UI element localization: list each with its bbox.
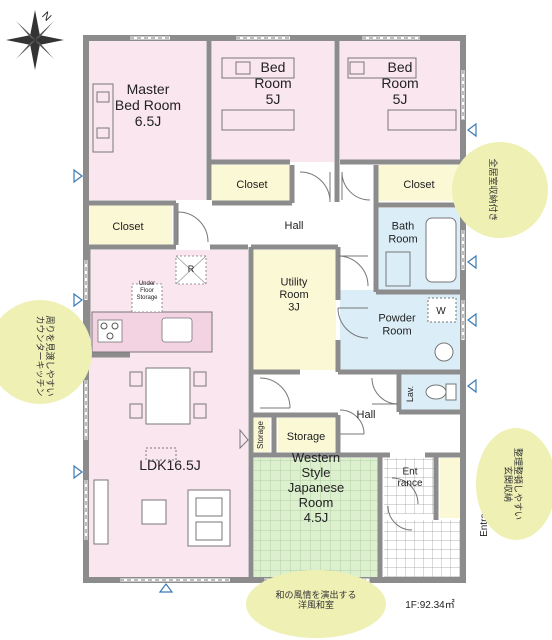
entrance-step <box>384 520 461 580</box>
living-furniture <box>93 447 231 547</box>
text-line: Room <box>279 289 308 301</box>
japanese-room <box>254 458 378 580</box>
text-line: 周りを見渡しやすい <box>44 316 56 397</box>
hall-upper-label: Hall <box>285 220 304 232</box>
callout-kitchen: 周りを見渡しやすいカウンターキッチン <box>0 300 92 404</box>
text-line: 洋風和室 <box>298 599 334 611</box>
text-line: Bed <box>388 59 413 75</box>
text-line: rance <box>397 478 422 489</box>
text-line: 3J <box>288 302 300 314</box>
text-line: Floor <box>140 288 154 294</box>
storage-room <box>278 418 335 452</box>
closet-bed1-label: Closet <box>236 179 267 191</box>
bed-furniture <box>92 57 457 153</box>
storage-label: Storage <box>287 431 326 443</box>
text-line: 5J <box>266 91 281 107</box>
callout-kitchen-text: 周りを見渡しやすいカウンターキッチン <box>34 315 56 396</box>
text-line: Powder <box>378 313 416 325</box>
text-line: 玄関収納 <box>502 466 514 502</box>
text-line: Bath <box>392 221 415 233</box>
callout-japanese: 和の風情を演出する洋風和室 <box>246 570 386 638</box>
callout-entrance: 整理整頓しやすい玄関収納 <box>476 428 552 540</box>
text-line: 整理整頓しやすい <box>512 448 524 520</box>
text-line: 6.5J <box>135 113 161 129</box>
dining-table <box>129 367 207 425</box>
text-line: Style <box>302 465 331 480</box>
text-line: 和の風情を演出する <box>275 589 356 601</box>
floor-area-label: 1F:92.34㎡ <box>405 599 454 611</box>
refrigerator-label: R <box>188 264 195 274</box>
ldk-label: LDK16.5J <box>139 457 200 473</box>
compass-icon <box>6 10 64 70</box>
text-line: Ent <box>402 466 417 477</box>
door-swings <box>177 171 419 531</box>
callout-closets-text: 全居室収納付き <box>487 158 499 221</box>
bed2-closet <box>378 165 461 201</box>
bedroom-2 <box>340 40 461 162</box>
text-line: Room <box>299 495 334 510</box>
lav-label: Lav. <box>405 386 415 402</box>
utility-room <box>254 250 336 370</box>
closet-bed2-label: Closet <box>403 179 434 191</box>
text-line: Master <box>127 81 170 97</box>
text-line: カウンターキッチン <box>34 315 45 396</box>
window-triangles <box>73 122 477 593</box>
callout-entrance-text: 整理整頓しやすい玄関収納 <box>502 448 524 520</box>
master-bedroom <box>88 40 206 200</box>
kitchen-counter <box>91 255 213 353</box>
closet-master-label: Closet <box>112 221 143 233</box>
washer-label: W <box>436 306 446 317</box>
text-line: Room <box>388 233 417 245</box>
master-closet <box>88 205 172 245</box>
bedroom-1 <box>212 40 334 162</box>
text-line: Bed <box>261 59 286 75</box>
bath-fixtures <box>385 217 457 401</box>
text-line: Room <box>381 75 418 91</box>
text-line: 4.5J <box>304 510 329 525</box>
bed1-closet <box>212 165 290 201</box>
text-line: Japanese <box>288 480 344 495</box>
text-line: Room <box>382 325 411 337</box>
entrance-storage-room <box>440 458 461 518</box>
callout-closets: 全居室収納付き <box>452 142 548 238</box>
hall-lower-label: Hall <box>357 409 376 421</box>
text-line: Under <box>139 281 155 287</box>
compass-label: N <box>39 10 53 24</box>
text-line: Bed Room <box>115 97 181 113</box>
callout-japanese-text: 和の風情を演出する洋風和室 <box>275 589 356 611</box>
storage-small-label: Storage <box>256 420 265 449</box>
text-line: 5J <box>393 91 408 107</box>
text-line: Western <box>292 450 340 465</box>
text-line: Room <box>254 75 291 91</box>
entrance-floor <box>384 458 434 514</box>
storage-small-room <box>254 418 270 452</box>
text-line: Storage <box>136 295 158 301</box>
text-line: Utility <box>281 276 308 288</box>
